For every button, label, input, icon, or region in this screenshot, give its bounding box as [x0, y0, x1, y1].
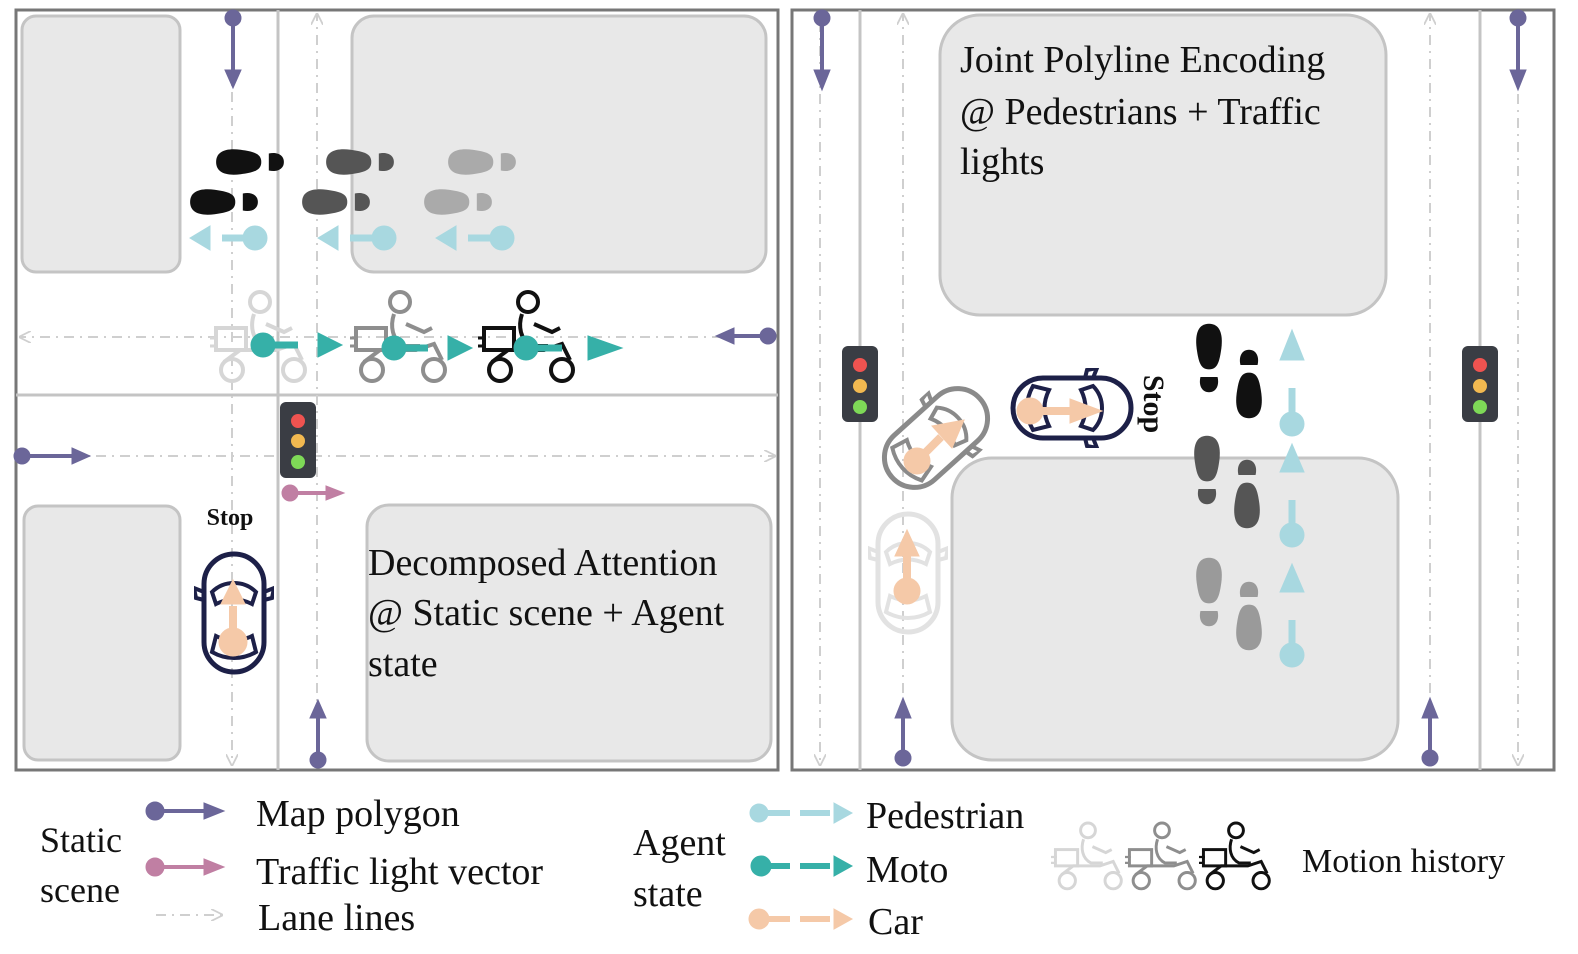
- caption-line: Decomposed Attention: [368, 542, 717, 584]
- legend-label-pedestrian: Pedestrian: [866, 795, 1024, 837]
- pedestrian-arrow: [189, 225, 268, 251]
- caption-line: @ Pedestrians + Traffic: [960, 91, 1321, 133]
- map-polygon-arrow: [813, 9, 831, 92]
- legend-label-lane-lines: Lane lines: [258, 897, 415, 939]
- footprint-icon: [1196, 557, 1222, 627]
- motion-history-icons: [1049, 821, 1271, 891]
- block-top-right: [350, 14, 768, 274]
- stop-label: Stop: [1137, 375, 1170, 433]
- motorcycle-icon: [1123, 821, 1197, 891]
- traffic-light-vector-arrow: [145, 857, 226, 877]
- pedestrian-arrow: [317, 225, 397, 251]
- map-polygon-arrow: [13, 447, 92, 465]
- map-polygon-arrow: [1509, 9, 1527, 92]
- caption-line: @ Static scene + Agent: [368, 592, 725, 634]
- pedestrian-arrow: [749, 802, 854, 824]
- block-top-left: [20, 14, 182, 274]
- map-polygon-arrow: [1421, 696, 1439, 767]
- right-panel: Stop Joint Polyline Encoding @ Pedestria…: [790, 8, 1556, 772]
- legend-agent-state-heading: Agent state: [633, 822, 735, 915]
- moto-arrow: [381, 335, 474, 361]
- legend-label-moto: Moto: [866, 849, 948, 891]
- traffic-light: [842, 346, 878, 422]
- moto-arrow: [513, 335, 624, 361]
- block-bottom: [950, 456, 1400, 762]
- footprint-icon: [1236, 581, 1262, 651]
- moto-arrow: [750, 855, 854, 877]
- legend-label-car: Car: [868, 901, 923, 943]
- moto-arrow: [250, 332, 344, 358]
- left-panel-frame: [14, 8, 780, 772]
- right-panel-caption: Joint Polyline Encoding @ Pedestrians + …: [960, 39, 1335, 183]
- pedestrian-state-arrows: [189, 225, 515, 251]
- footprint-icon: [424, 189, 492, 215]
- stop-label: Stop: [207, 505, 254, 531]
- pedestrian-arrow: [1279, 562, 1305, 668]
- pedestrian-state-arrows: [1279, 328, 1305, 668]
- car-arrow: [748, 908, 854, 930]
- footprint-icon: [1236, 349, 1262, 419]
- footprint-icon: [1194, 435, 1220, 505]
- traffic-light-vector-arrow: [281, 484, 346, 502]
- moto-state-arrows: [250, 332, 624, 361]
- caption-line: state: [368, 643, 438, 685]
- map-polygon-arrow: [145, 801, 226, 821]
- block-top: [938, 13, 1388, 317]
- legend-label-traffic-light-vector: Traffic light vector: [256, 851, 543, 893]
- legend-label-motion-history: Motion history: [1302, 843, 1505, 880]
- motorcycle-icon: [1197, 821, 1271, 891]
- footprint-icon: [1234, 459, 1260, 529]
- caption-line: lights: [960, 141, 1044, 183]
- traffic-light: [280, 402, 316, 478]
- legend: Static scene Map polygon Traffic light v…: [40, 793, 1505, 943]
- map-polygon-vectors: [813, 9, 1527, 767]
- legend-static-scene-heading: Static scene: [40, 820, 131, 910]
- left-panel-caption: Decomposed Attention @ Static scene + Ag…: [368, 542, 734, 685]
- pedestrian-arrow: [435, 225, 515, 251]
- car-arrow: [903, 419, 965, 475]
- traffic-light: [1462, 346, 1498, 422]
- map-polygon-arrow: [309, 698, 327, 769]
- map-polygon-vectors: [13, 9, 777, 769]
- footprint-icon: [326, 149, 394, 175]
- pedestrian-arrow: [1279, 442, 1305, 548]
- footprint-icon: [448, 149, 516, 175]
- left-panel: Stop Decomposed Attention @ Static scene…: [13, 8, 780, 772]
- legend-label-map-polygon: Map polygon: [256, 793, 460, 835]
- car-arrow: [1016, 397, 1104, 425]
- block-bottom-right: [365, 503, 773, 763]
- car-state-arrows: [893, 397, 1104, 605]
- right-panel-frame: [790, 8, 1556, 772]
- block-bottom-left: [22, 504, 182, 762]
- footprint-icon: [216, 149, 284, 175]
- pedestrian-arrow: [1279, 328, 1305, 437]
- caption-line: Joint Polyline Encoding: [960, 39, 1325, 81]
- map-polygon-arrow: [714, 327, 777, 345]
- car-arrow: [893, 528, 921, 605]
- footprint-icon: [190, 189, 258, 215]
- footprint-icon: [1196, 323, 1222, 393]
- map-polygon-arrow: [894, 696, 912, 767]
- map-polygon-arrow: [224, 9, 242, 90]
- footprint-icon: [302, 189, 370, 215]
- car-arrow: [218, 578, 248, 657]
- motorcycle-icon: [1049, 821, 1123, 891]
